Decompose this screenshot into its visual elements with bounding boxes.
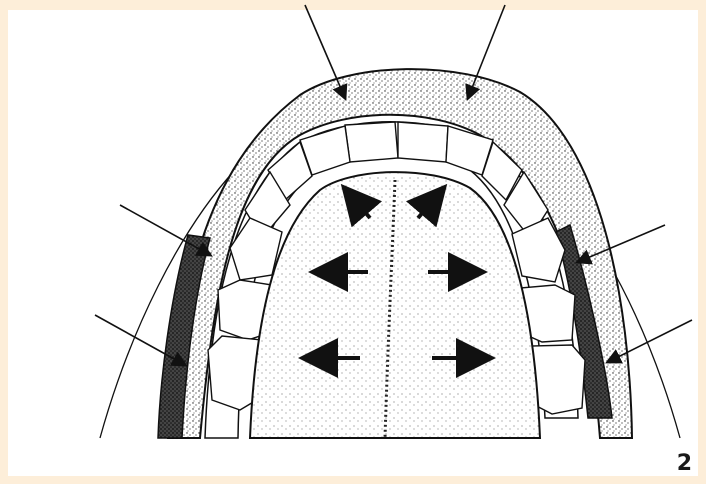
tooth-incisor-2 [398, 122, 448, 162]
pointer-arrow-left-upper [120, 205, 210, 255]
tongue [250, 172, 540, 438]
figure-number: 2 [677, 451, 692, 476]
tooth-incisor-1 [345, 122, 398, 162]
